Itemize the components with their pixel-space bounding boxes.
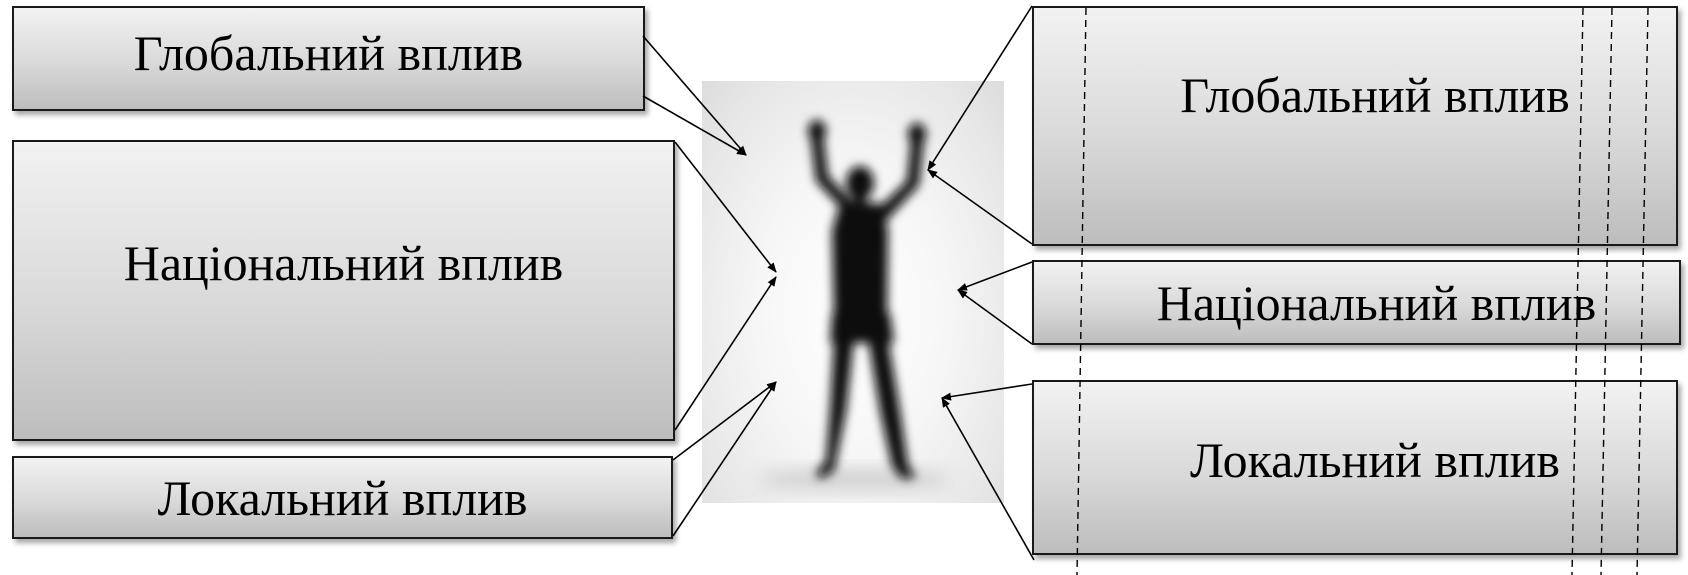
right-box-national-influence: Національний вплив xyxy=(1032,260,1681,345)
right-box-local-label: Локальний вплив xyxy=(1189,431,1561,488)
left-box-local-influence: Локальний вплив xyxy=(12,456,673,539)
center-person-image xyxy=(702,81,1004,503)
right-box-national-label: Національний вплив xyxy=(1156,274,1597,331)
right-box-global-influence: Глобальний вплив xyxy=(1032,6,1678,246)
left-box-local-label: Локальний вплив xyxy=(157,469,528,526)
right-box-global-label: Глобальний вплив xyxy=(1180,67,1570,123)
left-box-national-label: Національний вплив xyxy=(123,235,564,291)
left-box-global-influence: Глобальний вплив xyxy=(12,6,645,111)
person-silhouette-icon xyxy=(759,120,949,489)
left-box-global-label: Глобальний вплив xyxy=(133,25,524,81)
right-box-local-influence: Локальний вплив xyxy=(1032,380,1678,555)
left-box-national-influence: Національний вплив xyxy=(12,140,675,441)
